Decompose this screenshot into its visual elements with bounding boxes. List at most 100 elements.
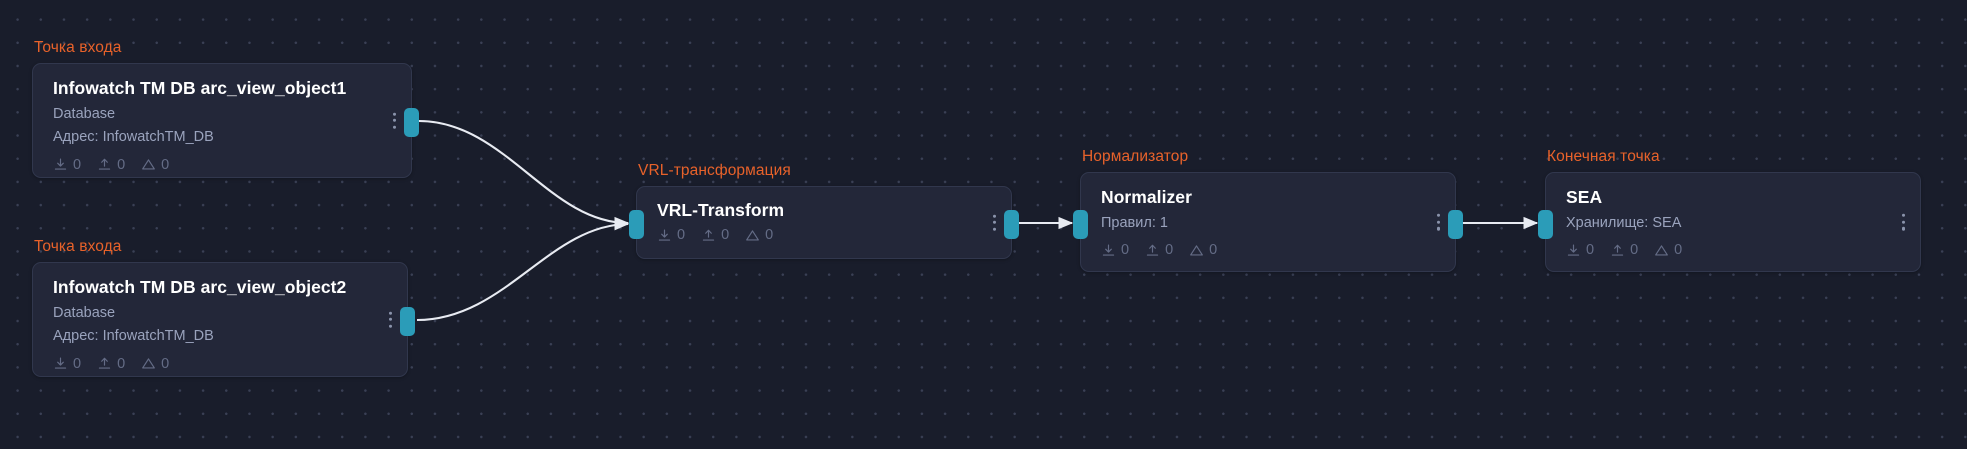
node-source2-subtitle-2: Адрес: InfowatchTM_DB [53,328,214,345]
stat-out-value: 0 [117,156,126,173]
warning-triangle-icon [142,358,156,369]
node-vrl-transform-card[interactable]: VRL-Transform 0 0 [629,186,1019,259]
node-sea-menu-button[interactable] [1899,211,1908,234]
node-normalizer-group-label: Нормализатор [1082,148,1189,165]
kebab-dot [1901,220,1905,224]
stat-in-value: 0 [677,227,686,243]
warning-triangle-icon [746,229,760,240]
node-source1-stats: 0 0 0 [53,157,393,173]
node-sea-card[interactable]: SEA Хранилище: SEA 0 0 [1538,172,1921,272]
stat-warn: 0 [1189,242,1217,258]
node-vrl-transform-menu-button[interactable] [990,211,999,234]
node-source2-subtitle-1: Database [53,305,116,321]
node-normalizer-output-port[interactable] [1448,210,1463,239]
node-sea[interactable]: Конечная точка SEA Хранилище: SEA 0 0 [1538,148,1921,272]
node-vrl-transform-stats: 0 0 0 [657,227,993,243]
node-source2-title: Infowatch TM DB arc_view_object2 [53,277,347,297]
node-vrl-transform-input-port[interactable] [629,210,644,239]
stat-in: 0 [657,227,685,243]
kebab-dot [392,118,396,123]
warning-triangle-icon [1190,245,1204,256]
node-source2[interactable]: Точка входа Infowatch TM DB arc_view_obj… [32,238,415,377]
stat-in-value: 0 [73,355,82,372]
stat-warn: 0 [141,157,169,173]
node-source2-stats: 0 0 0 [53,356,389,372]
node-source1-title: Infowatch TM DB arc_view_object1 [53,78,347,98]
node-source2-card[interactable]: Infowatch TM DB arc_view_object2 Databas… [32,262,415,377]
stat-in-value: 0 [1121,242,1130,259]
node-source2-menu-button[interactable] [386,308,395,331]
stat-in: 0 [53,157,81,173]
upload-arrow-icon [1611,244,1624,256]
kebab-dot [388,324,392,328]
stat-in: 0 [1101,242,1129,258]
node-sea-stats: 0 0 0 [1566,242,1902,258]
stat-warn: 0 [141,356,169,372]
node-normalizer-title: Normalizer [1101,187,1192,207]
node-sea-subtitle-1: Хранилище: SEA [1566,215,1682,231]
upload-arrow-icon [702,229,715,241]
node-sea-input-port[interactable] [1538,210,1553,239]
stat-out-value: 0 [721,227,730,243]
node-normalizer[interactable]: Нормализатор Normalizer Правил: 1 0 0 [1073,148,1463,272]
upload-arrow-icon [98,158,111,170]
stat-out: 0 [97,356,125,372]
stat-warn: 0 [1654,242,1682,258]
edge-source2-to-vrl [416,218,630,322]
node-normalizer-menu-button[interactable] [1434,211,1443,234]
download-arrow-icon [54,357,67,369]
stat-warn-value: 0 [161,355,170,372]
node-source1[interactable]: Точка входа Infowatch TM DB arc_view_obj… [32,39,419,178]
kebab-dot [1436,213,1440,217]
stat-in: 0 [53,356,81,372]
node-normalizer-input-port[interactable] [1073,210,1088,239]
node-source1-group-label: Точка входа [34,39,122,56]
download-arrow-icon [1567,244,1580,256]
node-source1-card[interactable]: Infowatch TM DB arc_view_object1 Databas… [32,63,419,178]
kebab-dot [392,125,396,129]
download-arrow-icon [54,158,67,170]
node-normalizer-stats: 0 0 0 [1101,242,1437,258]
stat-out: 0 [701,227,729,243]
kebab-dot [992,220,996,225]
kebab-dot [388,317,392,322]
warning-triangle-icon [1655,245,1669,256]
warning-triangle-icon [142,159,156,170]
node-source1-menu-button[interactable] [390,109,399,132]
download-arrow-icon [1102,244,1115,256]
node-vrl-transform-title: VRL-Transform [657,200,785,220]
node-vrl-transform[interactable]: VRL-трансформация VRL-Transform 0 0 [629,162,1019,259]
edge-source1-to-vrl [418,119,630,230]
stat-out: 0 [1610,242,1638,258]
stat-warn: 0 [745,227,773,243]
node-normalizer-card[interactable]: Normalizer Правил: 1 0 0 [1073,172,1463,272]
stat-warn-value: 0 [1209,242,1218,259]
upload-arrow-icon [98,357,111,369]
stat-warn-value: 0 [765,227,774,243]
node-normalizer-subtitle-1: Правил: 1 [1101,215,1168,231]
upload-arrow-icon [1146,244,1159,256]
stat-in: 0 [1566,242,1594,258]
stat-warn-value: 0 [161,156,170,173]
node-source2-group-label: Точка входа [34,238,122,255]
node-sea-title: SEA [1566,187,1603,207]
kebab-dot [1901,213,1905,217]
node-source1-subtitle-2: Адрес: InfowatchTM_DB [53,129,214,146]
kebab-dot [1901,227,1905,231]
kebab-dot [1436,227,1440,231]
kebab-dot [992,227,996,231]
download-arrow-icon [658,228,671,241]
node-source2-output-port[interactable] [400,307,415,336]
node-source1-subtitle-1: Database [53,106,116,122]
kebab-dot [992,214,996,218]
node-sea-group-label: Конечная точка [1547,148,1660,165]
stat-out: 0 [1145,242,1173,258]
node-source1-output-port[interactable] [404,108,419,137]
kebab-dot [392,112,396,116]
stat-out-value: 0 [117,355,126,372]
node-vrl-transform-output-port[interactable] [1004,210,1019,239]
kebab-dot [388,311,392,315]
kebab-dot [1436,220,1440,224]
stat-in-value: 0 [1586,242,1595,259]
